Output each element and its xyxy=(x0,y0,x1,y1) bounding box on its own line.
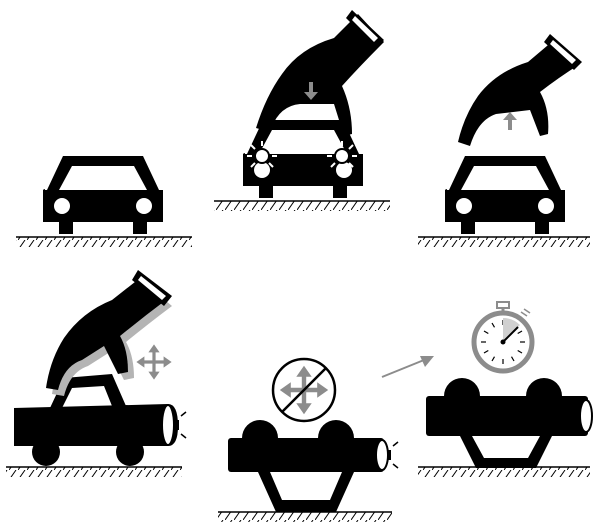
ground xyxy=(16,237,192,247)
up-arrow-icon xyxy=(503,112,517,130)
panel-2-hand-pressing xyxy=(214,10,390,211)
flash-light-icon xyxy=(327,141,357,171)
ground xyxy=(218,512,392,522)
panel-5-car-flipped xyxy=(218,359,398,522)
car-side xyxy=(14,374,186,466)
ground xyxy=(418,467,590,477)
ground xyxy=(214,201,390,211)
panel-3-hand-releasing xyxy=(418,34,590,247)
hand xyxy=(256,10,384,136)
panel-4-hand-tilting xyxy=(6,270,186,477)
next-step-arrow-icon xyxy=(382,356,434,377)
no-movement-icon xyxy=(273,359,335,421)
ground xyxy=(6,467,182,477)
stopwatch-icon xyxy=(474,302,532,371)
flash-light-icon xyxy=(247,141,277,171)
tail-light-icon xyxy=(176,420,179,430)
panel-6-car-waiting xyxy=(382,302,592,477)
tail-light-icon xyxy=(388,450,391,460)
car-upright xyxy=(43,156,163,234)
hand xyxy=(458,34,582,146)
move-cross-arrows-icon xyxy=(136,344,171,379)
car-upright xyxy=(445,156,565,234)
ground xyxy=(418,237,590,247)
panel-1-car-parked xyxy=(16,156,192,247)
car-flipped xyxy=(228,420,398,512)
car-flipped xyxy=(426,378,592,468)
